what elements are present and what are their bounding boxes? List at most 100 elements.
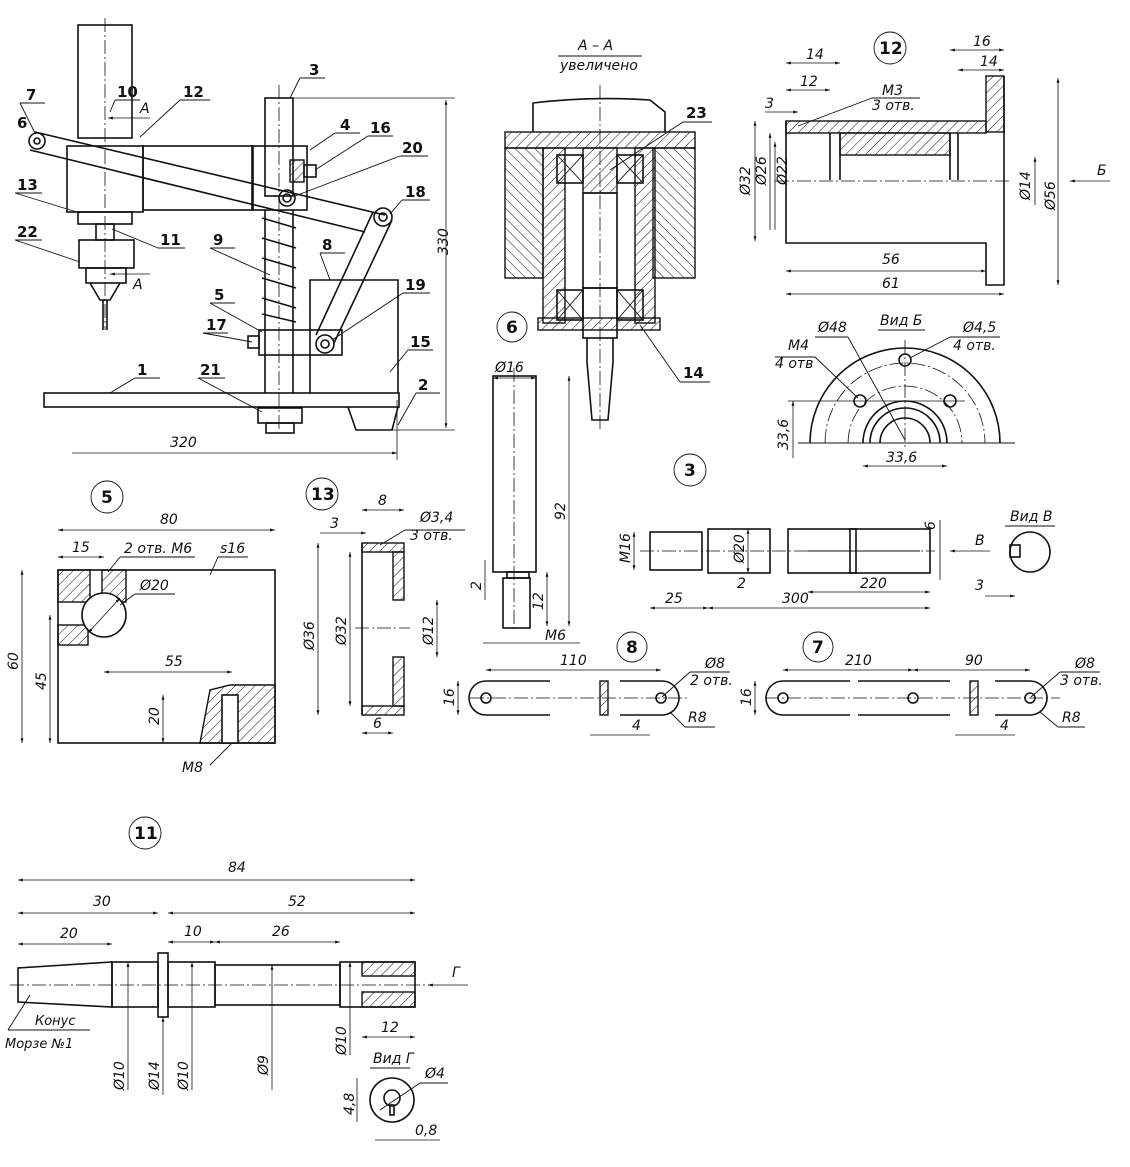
- dim-8-16: 16: [442, 688, 458, 706]
- lever-7: [29, 131, 386, 233]
- callout-7: 7: [26, 86, 36, 104]
- part-6: 6 Ø16 92 2 12 M6: [469, 311, 580, 644]
- dim-3-6: 6: [923, 521, 939, 530]
- callout-16: 16: [370, 119, 391, 137]
- dim-11-10: 10: [184, 924, 202, 940]
- callout-2: 2: [418, 376, 428, 394]
- dim-12-m3: M3: [882, 83, 903, 99]
- dim-7-90: 90: [965, 653, 983, 669]
- dim-12-14b: 14: [980, 54, 998, 70]
- dim-11-26: 26: [272, 924, 290, 940]
- section-arrow-label: А: [132, 277, 143, 293]
- dim-5-60: 60: [6, 652, 22, 670]
- dim-5-55: 55: [165, 654, 183, 670]
- dim-g-w: 0,8: [415, 1123, 437, 1139]
- callout-12: 12: [183, 83, 204, 101]
- callout-21: 21: [200, 361, 221, 379]
- callout-20: 20: [402, 139, 423, 157]
- callout-6: 6: [17, 114, 27, 132]
- part-7: 7 210 90 16 Ø8 3 отв. R8 4: [739, 631, 1103, 736]
- dim-13-3: 3: [330, 516, 339, 532]
- dim-12-3: 3: [765, 96, 774, 112]
- dim-5-s16: s16: [220, 541, 245, 557]
- callout-9: 9: [213, 231, 223, 249]
- callout-15: 15: [410, 333, 431, 351]
- callout-22: 22: [17, 223, 38, 241]
- dim-7-16: 16: [739, 688, 755, 706]
- view-arrow-b: Б: [1097, 163, 1107, 179]
- dim-12-d22: Ø22: [775, 156, 791, 186]
- dim-11-d9: Ø9: [256, 1055, 272, 1076]
- dim-8-hole: Ø8: [704, 656, 725, 672]
- part-number-12: 12: [879, 39, 903, 59]
- dim-11-d10c: Ø10: [334, 1026, 350, 1056]
- pivot-20: [278, 189, 296, 207]
- dim-13-d12: Ø12: [421, 616, 437, 646]
- dim-12-56: 56: [882, 252, 900, 268]
- dim-13-6: 6: [373, 716, 382, 732]
- dim-b-m4: M4: [788, 338, 809, 354]
- callouts: 3 4 16 20 18 8 9 5 17 19 15 2 21 1 10 12…: [14, 61, 440, 426]
- part-number-13: 13: [311, 485, 335, 505]
- dim-12-61: 61: [882, 276, 900, 292]
- dim-13-hole: Ø3,4: [419, 510, 453, 526]
- part-number-7: 7: [812, 638, 824, 658]
- part-5: 5 80 15 2 отв. M6 s16 Ø20 60 45 55 20 M8: [6, 480, 276, 776]
- part-number-6: 6: [506, 318, 518, 338]
- dim-b-d48: Ø48: [817, 320, 847, 336]
- view-arrow-g: Г: [452, 965, 461, 981]
- section-arrow-label: А: [139, 101, 150, 117]
- view-g-title: Вид Г: [373, 1051, 415, 1067]
- chuck: [78, 239, 135, 269]
- part-number-3: 3: [684, 461, 696, 481]
- callout-14: 14: [683, 364, 704, 382]
- dim-b-h: 33,6: [776, 419, 792, 450]
- callout-11: 11: [160, 231, 181, 249]
- dim-3-m16: M16: [618, 533, 634, 563]
- dim-7-4: 4: [1000, 718, 1009, 734]
- dim-12-12: 12: [800, 74, 818, 90]
- dim-11-d14: Ø14: [147, 1061, 163, 1091]
- dim-6-m6: M6: [545, 628, 566, 644]
- spring-9: [261, 217, 297, 323]
- dim-11-d10a: Ø10: [112, 1061, 128, 1091]
- dim-7-hole: Ø8: [1074, 656, 1095, 672]
- dim-g-h: 4,8: [342, 1093, 358, 1115]
- dim-6-d16: Ø16: [494, 360, 524, 376]
- callout-13: 13: [17, 176, 38, 194]
- dim-12-14a: 14: [806, 47, 824, 63]
- dim-7-210: 210: [845, 653, 872, 669]
- dim-11-30: 30: [93, 894, 111, 910]
- dim-8-110: 110: [560, 653, 587, 669]
- callout-19: 19: [405, 276, 426, 294]
- dim-v-3: 3: [975, 578, 984, 594]
- section-subtitle: увеличено: [559, 58, 638, 74]
- dim-11-84: 84: [228, 860, 246, 876]
- callout-4: 4: [340, 116, 350, 134]
- dim-3-25: 25: [665, 591, 683, 607]
- dim-b-m4-note: 4 отв: [775, 356, 813, 372]
- dim-length: 320: [170, 435, 197, 451]
- taper-note-2: Морзе №1: [5, 1037, 73, 1052]
- dim-12-16: 16: [973, 34, 991, 50]
- dim-12-m3-note: 3 отв.: [872, 98, 915, 114]
- dim-11-20: 20: [60, 926, 78, 942]
- dim-3-2: 2: [737, 576, 746, 592]
- section-a-a: А – А увеличено 23 14: [504, 38, 712, 430]
- dim-11-12: 12: [381, 1020, 399, 1036]
- dim-8-hole-note: 2 отв.: [690, 673, 733, 689]
- dim-b-hole-note: 4 отв.: [953, 338, 996, 354]
- view-arrow-v: В: [975, 533, 985, 549]
- section-title: А – А: [577, 38, 613, 54]
- dim-6-12: 12: [531, 592, 547, 610]
- dim-11-52: 52: [288, 894, 306, 910]
- dim-5-holes: 2 отв. M6: [124, 541, 192, 557]
- dim-5-80: 80: [160, 512, 178, 528]
- base-plate-1: [43, 392, 400, 408]
- view-b: Вид Б 33,6 33,6 Ø48 Ø4,5 4 отв. M4 4 отв: [775, 313, 1015, 468]
- part-number-5: 5: [101, 488, 113, 508]
- dim-12-d32: Ø32: [738, 166, 754, 196]
- dim-height: 330: [436, 228, 452, 255]
- collar-5-body: [57, 569, 276, 744]
- part-number-11: 11: [134, 824, 158, 844]
